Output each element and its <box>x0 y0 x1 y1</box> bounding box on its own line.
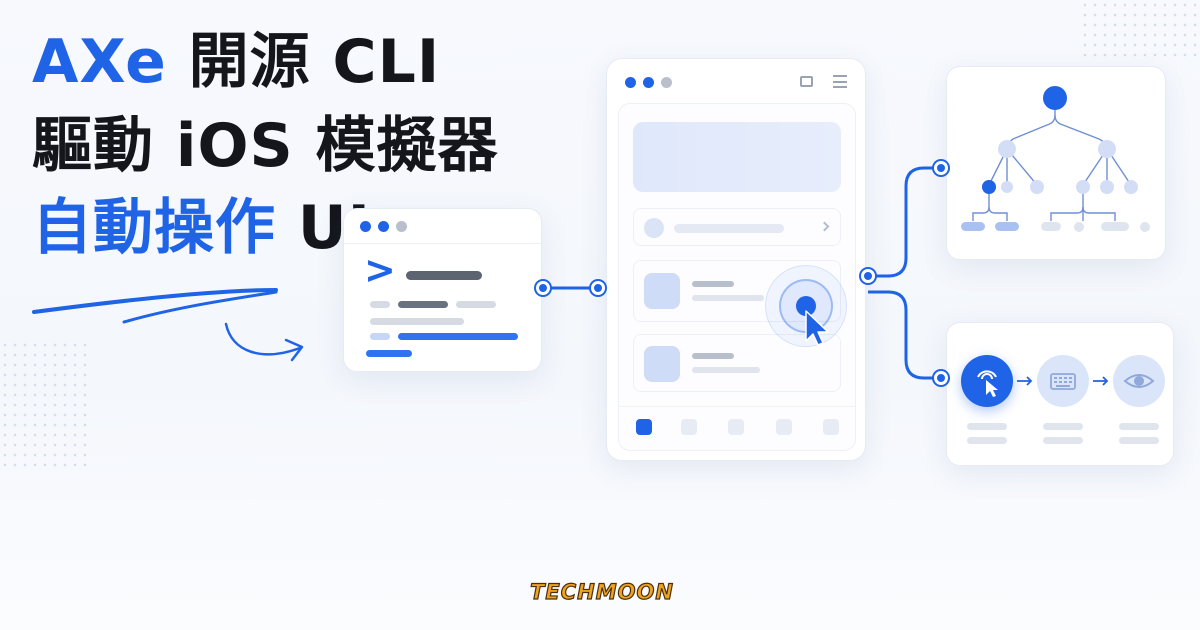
output-line <box>370 301 390 308</box>
action-label <box>1043 437 1083 444</box>
tab-item[interactable] <box>681 419 697 435</box>
action-label <box>1119 423 1159 430</box>
eye-icon <box>1123 374 1155 388</box>
window-dot <box>396 221 407 232</box>
output-line <box>456 301 496 308</box>
card-thumbnail <box>644 273 680 309</box>
window-dot <box>378 221 389 232</box>
actions-card <box>946 322 1174 466</box>
keyboard-action[interactable] <box>1037 355 1089 407</box>
action-label <box>967 437 1007 444</box>
card-title <box>692 281 734 287</box>
window-toggle-icon[interactable] <box>800 76 813 87</box>
connector-node <box>934 161 948 175</box>
row-avatar <box>644 218 664 238</box>
techmoon-logo: TECHMOON <box>529 579 674 604</box>
menu-icon[interactable] <box>833 75 847 88</box>
card-thumbnail <box>644 346 680 382</box>
tap-ripple <box>765 265 847 347</box>
terminal-prompt-icon: > <box>364 248 396 292</box>
action-label <box>1043 423 1083 430</box>
headline-product-name: AXe <box>32 27 167 97</box>
headline-line-3-accent: 自動操作 <box>32 193 276 263</box>
terminal-window: > <box>343 208 542 372</box>
list-row[interactable] <box>633 208 841 246</box>
tap-point[interactable] <box>796 296 816 316</box>
output-line-highlight <box>370 333 390 340</box>
card-title <box>692 353 734 359</box>
card-subtitle <box>692 295 764 301</box>
tab-item[interactable] <box>728 419 744 435</box>
window-dot <box>625 77 636 88</box>
tap-action[interactable] <box>961 355 1013 407</box>
action-label <box>967 423 1007 430</box>
accessibility-tree-icon <box>961 86 1150 232</box>
tab-item[interactable] <box>823 419 839 435</box>
window-dot <box>360 221 371 232</box>
action-label <box>1119 437 1159 444</box>
connector-node <box>536 281 550 295</box>
dot-grid-top-right <box>1080 0 1200 60</box>
headline-line-1-rest: 開源 CLI <box>166 27 441 97</box>
simulator-window <box>606 58 866 461</box>
card-subtitle <box>692 367 760 373</box>
command-line <box>406 271 482 280</box>
arrow-right-icon <box>1017 376 1109 386</box>
tab-home[interactable] <box>636 419 652 435</box>
output-line <box>398 301 448 308</box>
tab-item[interactable] <box>776 419 792 435</box>
output-line-highlight <box>398 333 518 340</box>
content-card[interactable] <box>633 334 841 392</box>
keyboard-icon <box>1050 373 1076 390</box>
content-card[interactable] <box>633 260 841 322</box>
window-dot <box>643 77 654 88</box>
dot-grid-left <box>0 340 90 470</box>
headline-line-2: 驅動 iOS 模擬器 <box>32 111 499 181</box>
screen <box>618 103 856 451</box>
titlebar-divider <box>344 243 541 244</box>
row-label <box>674 224 784 233</box>
connector-node <box>934 371 948 385</box>
window-dot <box>661 77 672 88</box>
cursor-pointer-icon <box>805 310 829 346</box>
tab-bar-divider <box>619 406 855 407</box>
accessibility-tree-card <box>946 66 1166 260</box>
output-line-highlight <box>366 350 412 357</box>
hero-banner <box>633 122 841 192</box>
connector-node <box>861 269 875 283</box>
connector-node <box>591 281 605 295</box>
inspect-action[interactable] <box>1113 355 1165 407</box>
tap-cursor-icon <box>977 370 998 397</box>
output-line <box>370 318 464 325</box>
headline-line-1: AXe 開源 CLI <box>32 32 440 92</box>
